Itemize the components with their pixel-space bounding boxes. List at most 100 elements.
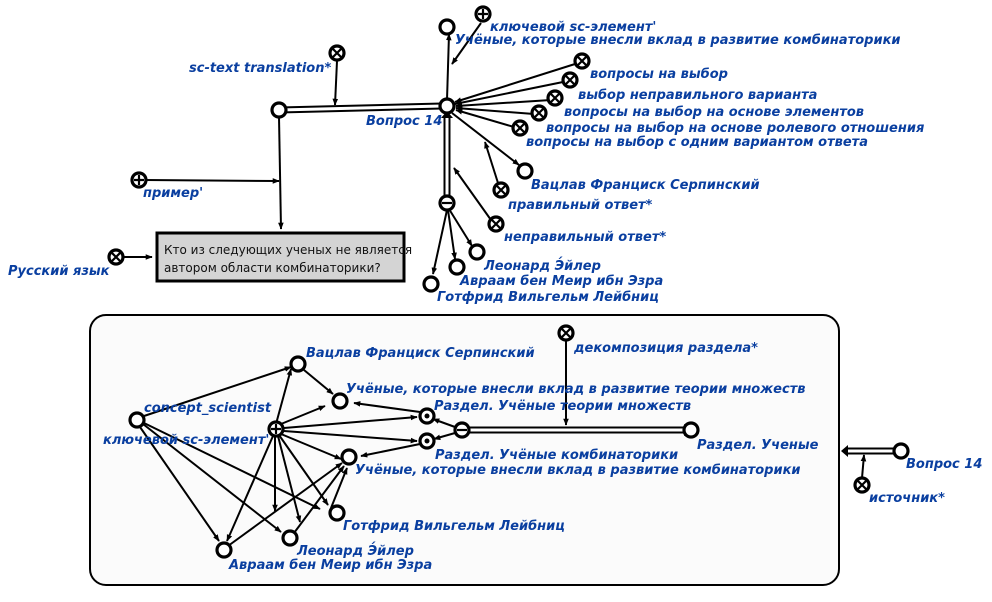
- node-vopros14[interactable]: [438, 97, 456, 115]
- label-b-razdel-uchenye: Раздел. Ученые: [697, 438, 819, 453]
- node-b-dekompoziciya[interactable]: [557, 324, 575, 342]
- question-text-box[interactable]: Кто из следующих ученых не является авто…: [155, 231, 412, 283]
- edge-nepravilny: [453, 167, 492, 221]
- edge-vybor-1: [454, 63, 576, 103]
- label-voprosy-na-vybor: вопросы на выбор: [590, 67, 728, 82]
- node-b-razdel-mnozhestv[interactable]: [418, 407, 436, 425]
- node-kombinatoriki[interactable]: [438, 18, 456, 36]
- node-key-sc-element[interactable]: [474, 5, 492, 23]
- node-nepravilny[interactable]: [487, 215, 505, 233]
- node-b-leibniz[interactable]: [328, 504, 346, 522]
- edge-key-serp: [275, 368, 293, 425]
- edge-vybor-5: [455, 109, 515, 128]
- edge-key-mnozh: [280, 405, 326, 425]
- label-b-concept-scientist: concept_scientist: [144, 401, 272, 416]
- label-b-serpinsky: Вацлав Франциск Серпинский: [306, 346, 535, 361]
- label-vybor-nepravilnogo: выбор неправильного варианта: [578, 88, 817, 103]
- node-euler[interactable]: [468, 243, 486, 261]
- node-b-uchenye-kombinatoriki[interactable]: [340, 448, 358, 466]
- edge-set-leibniz: [431, 209, 448, 275]
- label-key-sc-element: ключевой sc-элемент': [490, 20, 656, 35]
- edge-vybor-3: [455, 99, 552, 109]
- section-frame: [89, 314, 840, 586]
- edge-cs-serpinsky: [143, 366, 292, 417]
- edge-text-to-box: [278, 116, 284, 230]
- node-vybor-5[interactable]: [511, 119, 529, 137]
- label-voprosy-rolevogo: вопросы на выбор на основе ролевого отно…: [546, 121, 924, 136]
- node-primer[interactable]: [130, 171, 148, 189]
- edge-q-to-serpinsky: [451, 112, 520, 166]
- edge-key-razdel-m: [283, 414, 418, 429]
- label-russky: Русский язык: [8, 264, 111, 279]
- edge-key-avraam: [226, 435, 274, 542]
- node-b-decomposition-set[interactable]: [453, 421, 471, 439]
- edge-vybor-4: [455, 105, 535, 115]
- label-b-uchenye-mnozhestv: Учёные, которые внесли вклад в развитие …: [346, 382, 805, 397]
- label-voprosy-odnim-variantom: вопросы на выбор с одним вариантом ответ…: [526, 135, 868, 150]
- node-leibniz[interactable]: [422, 275, 440, 293]
- node-vybor-3[interactable]: [546, 89, 564, 107]
- node-vybor-2[interactable]: [561, 71, 579, 89]
- node-b-razdel-uchenye[interactable]: [682, 421, 700, 439]
- top-graph: Кто из следующих ученых не является авто…: [8, 5, 924, 305]
- edge-razdel-k-kombin: [360, 443, 421, 458]
- edge-euler-kombin: [293, 465, 345, 534]
- node-b-concept-scientist[interactable]: [128, 411, 146, 429]
- node-avraam[interactable]: [448, 258, 466, 276]
- label-pravilny-otvet: правильный ответ*: [508, 198, 653, 213]
- node-b-razdel-kombinatoriki[interactable]: [418, 432, 436, 450]
- edge-set-avraam: [447, 209, 457, 260]
- edge-key-razdel-k: [283, 430, 418, 444]
- label-serpinsky: Вацлав Франциск Серпинский: [531, 178, 760, 193]
- label-sc-text-translation: sc-text translation*: [189, 61, 331, 76]
- edge-set-razdel-m: [432, 418, 456, 428]
- edge-pravilny: [484, 141, 499, 184]
- label-b-avraam: Авраам бен Меир ибн Эзра: [228, 558, 432, 573]
- edge-key-sc: [451, 22, 482, 65]
- node-vybor-1[interactable]: [573, 52, 591, 70]
- node-b-key-sc-element[interactable]: [267, 420, 285, 438]
- edge-razdel-m-mnozh: [353, 401, 421, 413]
- edge-cs-euler: [142, 423, 282, 533]
- label-avraam: Авраам бен Меир ибн Эзра: [459, 274, 663, 289]
- edge-vybor-2: [454, 81, 564, 106]
- double-arc-text-to-question: [278, 100, 449, 114]
- node-text[interactable]: [270, 101, 288, 119]
- node-b-uchenye-mnozhestv[interactable]: [331, 392, 349, 410]
- node-b-avraam[interactable]: [215, 541, 233, 559]
- edge-q-to-kombinatoriki: [446, 33, 452, 101]
- edge-serp-mnozh: [303, 369, 334, 395]
- label-euler: Леонард Э́йлер: [483, 257, 601, 274]
- label-b-razdel-mnozhestv: Раздел. Учёные теории множеств: [434, 399, 691, 414]
- edge-leibniz-kombin: [330, 467, 348, 509]
- label-leibniz: Готфрид Вильгельм Лейбниц: [437, 290, 659, 305]
- edge-cs-avraam: [139, 426, 220, 542]
- edge-set-euler: [448, 208, 473, 247]
- node-b-euler[interactable]: [281, 529, 299, 547]
- edge-primer: [144, 178, 280, 184]
- node-vybor-4[interactable]: [530, 104, 548, 122]
- edge-istochnik: [860, 454, 867, 479]
- label-primer: пример': [143, 186, 203, 201]
- double-arc-answers-to-question: [441, 111, 453, 196]
- top-nodes: [107, 5, 591, 293]
- label-b-razdel-kombinatoriki: Раздел. Учёные комбинаторики: [435, 448, 678, 463]
- bottom-edges: [139, 340, 867, 547]
- label-voprosy-osnove-elementov: вопросы на выбор на основе элементов: [564, 105, 864, 120]
- node-pravilny[interactable]: [492, 181, 510, 199]
- node-answer-set[interactable]: [438, 194, 456, 212]
- edge-key-leibniz: [278, 434, 329, 506]
- label-b-key-sc-element: ключевой sc-элемент': [103, 433, 269, 448]
- label-b-leibniz: Готфрид Вильгельм Лейбниц: [343, 519, 565, 534]
- node-russky[interactable]: [107, 248, 125, 266]
- node-b-vopros14[interactable]: [892, 442, 910, 460]
- edge-avraam-kombin: [227, 462, 343, 547]
- node-serpinsky[interactable]: [516, 162, 534, 180]
- edge-set-razdel-k: [433, 432, 456, 440]
- label-nepravilny-otvet: неправильный ответ*: [504, 230, 666, 245]
- label-b-uchenye-kombinatoriki: Учёные, которые внесли вклад в развитие …: [355, 463, 801, 478]
- node-translation-rel[interactable]: [328, 44, 346, 62]
- node-b-istochnik[interactable]: [853, 476, 871, 494]
- node-b-serpinsky[interactable]: [289, 355, 307, 373]
